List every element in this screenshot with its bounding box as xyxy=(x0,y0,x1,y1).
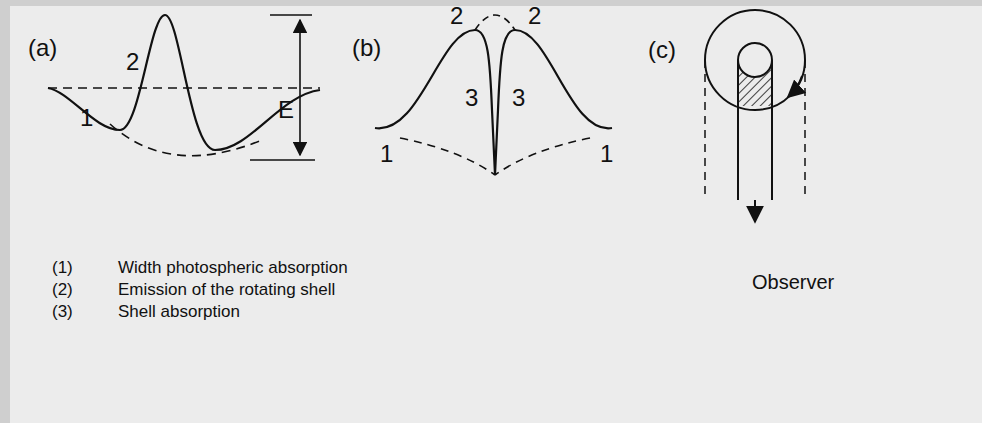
key-number: (3) xyxy=(52,302,73,322)
callout-number: 2 xyxy=(450,2,463,31)
panel-a-profile xyxy=(48,15,320,160)
callout-number: 3 xyxy=(512,84,525,113)
panel-letter: (b) xyxy=(352,34,381,63)
key-number: (1) xyxy=(52,258,73,278)
key-text: Shell absorption xyxy=(118,302,240,322)
callout-number: 2 xyxy=(528,2,541,31)
key-text: Emission of the rotating shell xyxy=(118,280,335,300)
callout-number: 1 xyxy=(80,104,93,133)
scan-border xyxy=(0,0,982,6)
panel-b-profile xyxy=(375,15,612,175)
key-text: Width photospheric absorption xyxy=(118,258,348,278)
panel-c-star-shell xyxy=(705,10,805,222)
key-number: (2) xyxy=(52,280,73,300)
panel-letter: (a) xyxy=(28,34,57,63)
dimension-label: E xyxy=(278,96,294,125)
observer-label: Observer xyxy=(752,270,834,294)
callout-number: 1 xyxy=(380,140,393,169)
panel-letter: (c) xyxy=(648,36,676,65)
callout-number: 1 xyxy=(600,140,613,169)
callout-number: 3 xyxy=(465,84,478,113)
callout-number: 2 xyxy=(126,48,139,77)
scan-border xyxy=(0,0,10,423)
